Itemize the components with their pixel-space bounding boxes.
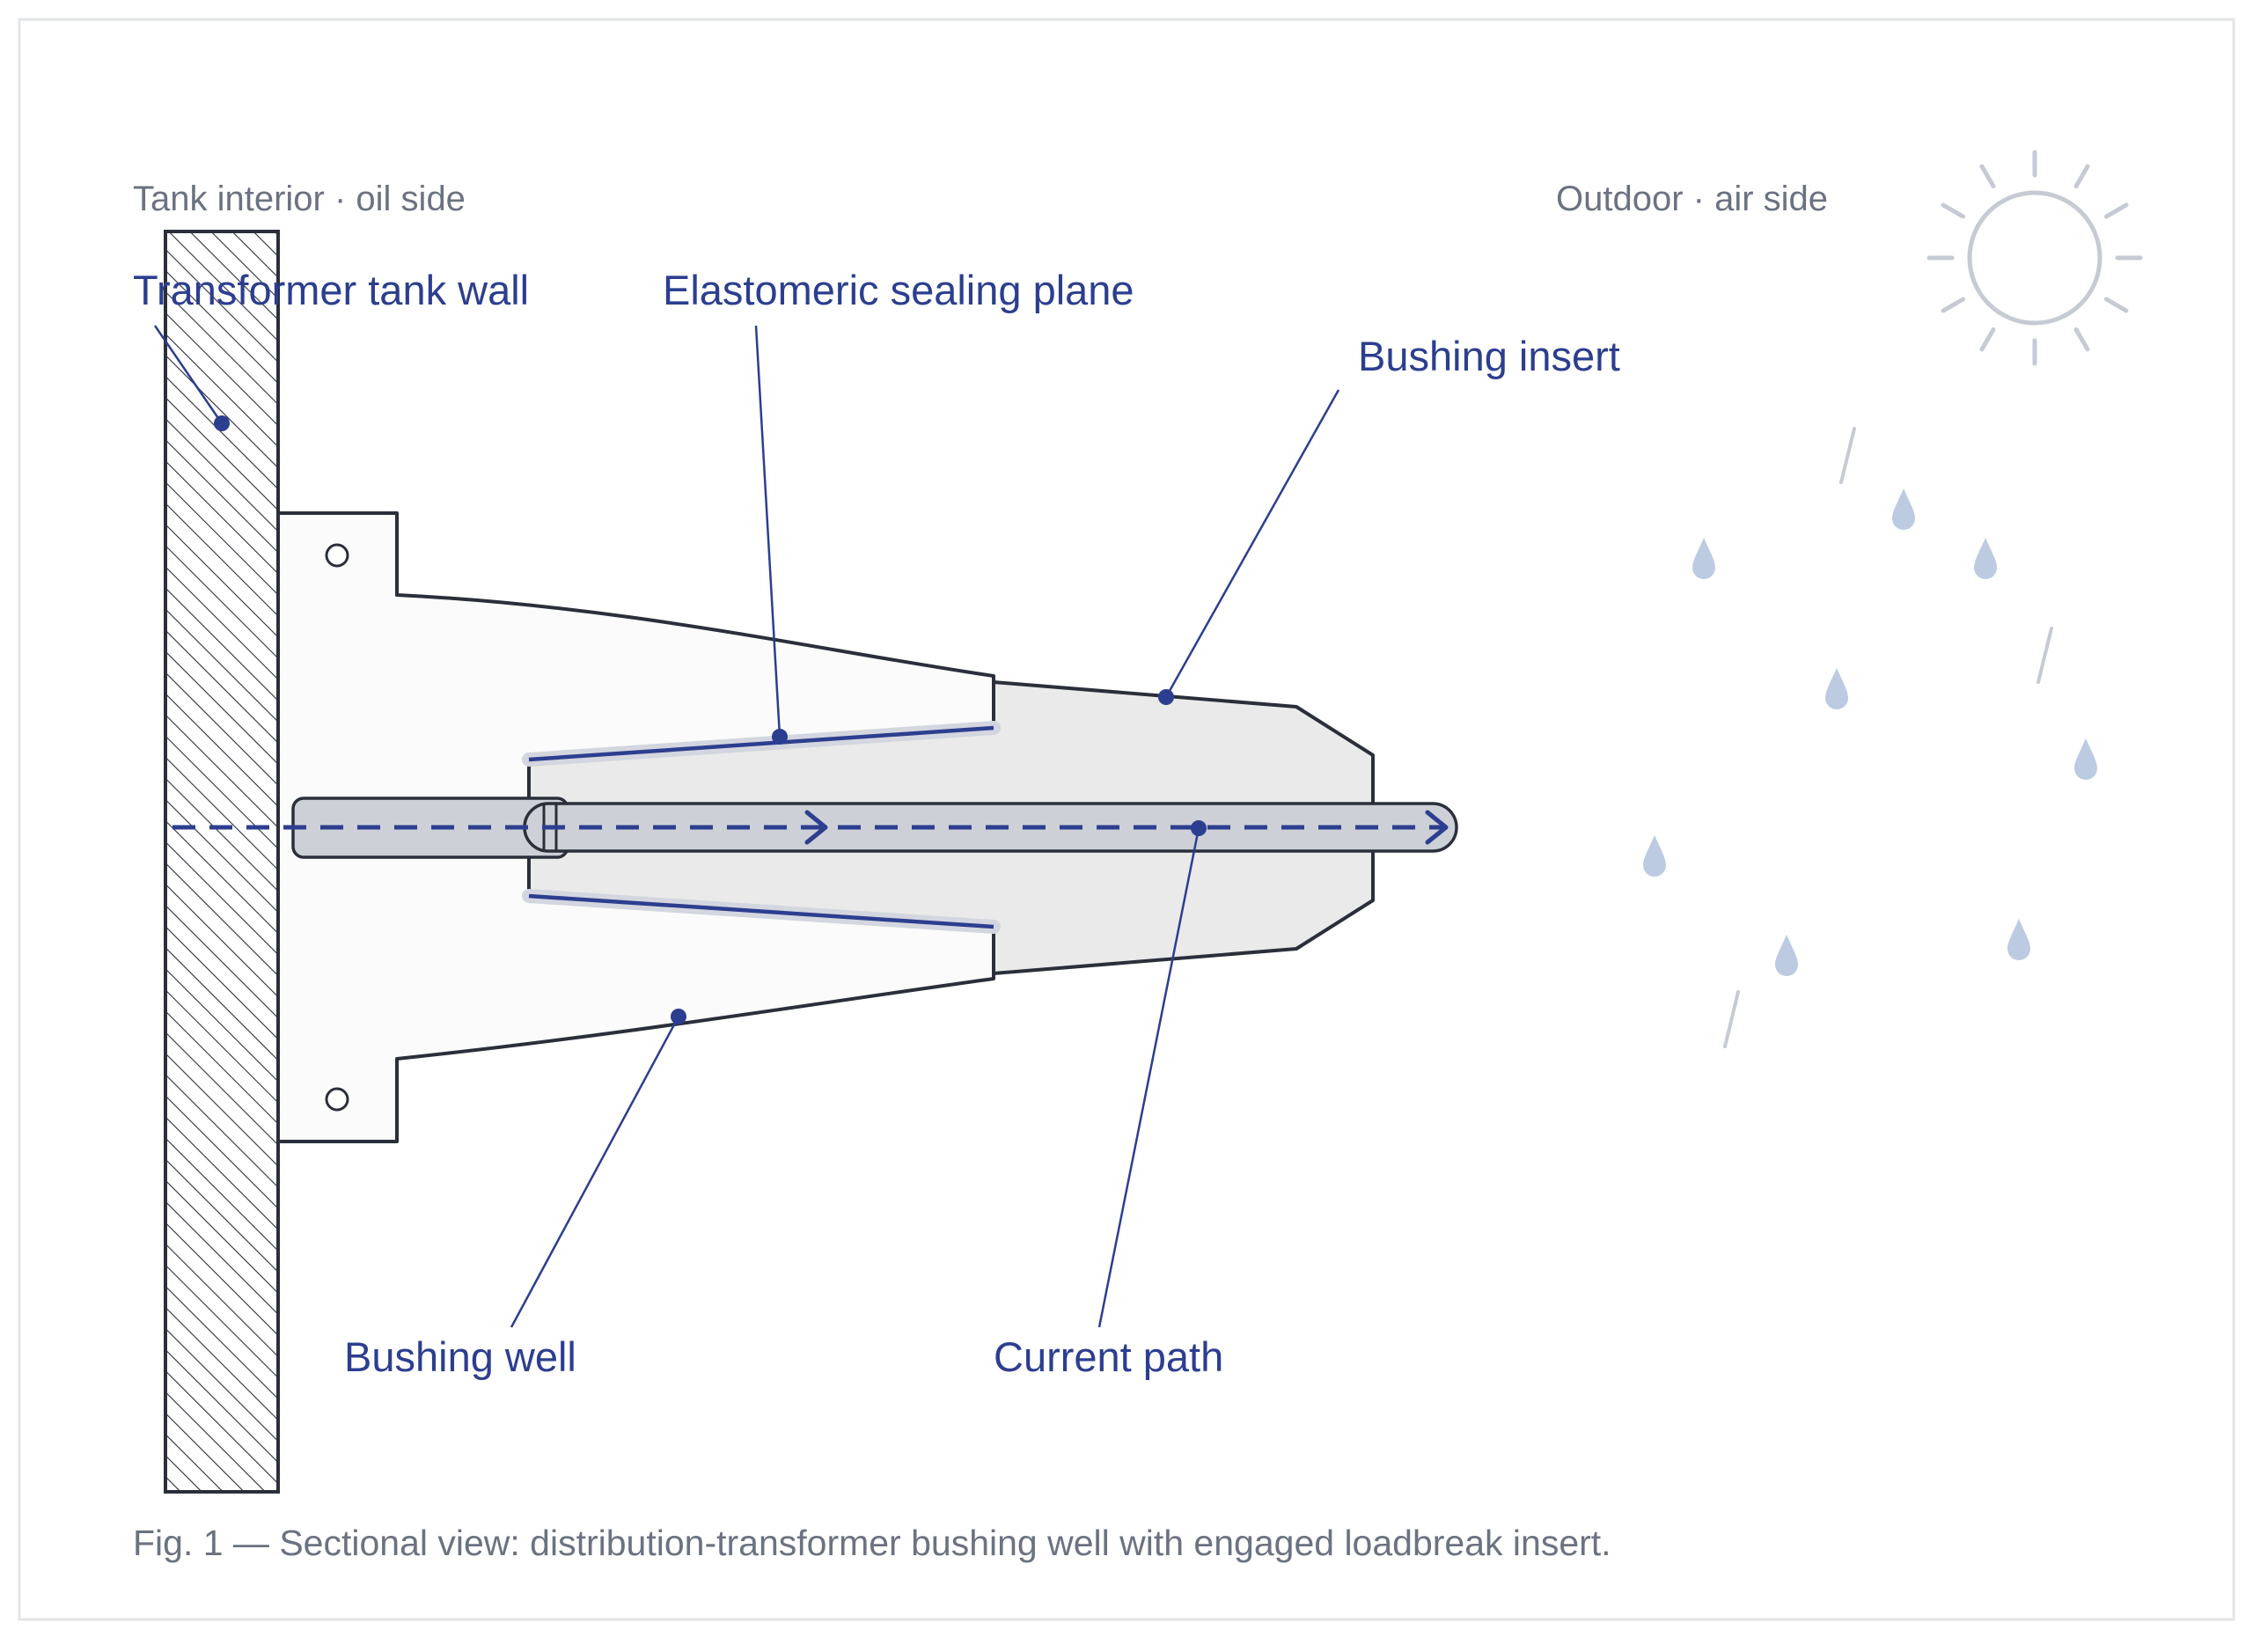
current-path-leader <box>1097 827 1200 1328</box>
air-side-zone-label: Outdoor · air side <box>1556 180 1828 218</box>
current-path-label: Current path <box>994 1333 1223 1380</box>
sun-ray <box>1941 202 1966 219</box>
bushing-well-leader <box>510 1016 680 1328</box>
raindrop-icon <box>1825 668 1848 709</box>
raindrop-icon <box>1892 488 1915 530</box>
sun-ray <box>1979 327 1996 352</box>
bushing-insert-label: Bushing insert <box>1358 333 1620 379</box>
sun-icon <box>1926 150 2143 366</box>
rain-icon <box>1643 427 2097 1048</box>
sun-ray <box>2103 297 2129 313</box>
raindrop-icon <box>2074 738 2097 780</box>
sealing-plane-label: Elastomeric sealing plane <box>663 267 1134 313</box>
tank-wall-leader <box>153 325 224 424</box>
sealing-plane-leader <box>754 325 782 738</box>
current-path-arrow <box>172 810 1449 845</box>
sun-ray <box>2073 327 2090 352</box>
raindrop-icon <box>2007 919 2030 960</box>
sun-ray <box>2103 202 2129 219</box>
rain-streak <box>1839 427 1856 484</box>
tank-wall-label: Transformer tank wall <box>133 267 529 313</box>
raindrop-icon <box>1643 835 1666 877</box>
bushing-well-label: Bushing well <box>344 1333 576 1380</box>
sun-ray <box>2073 164 2090 189</box>
figure-caption: Fig. 1 — Sectional view: distribution-tr… <box>133 1523 1611 1563</box>
raindrop-icon <box>1974 538 1997 579</box>
elastomeric-sealing-plane <box>522 721 1001 934</box>
transformer-tank-wall <box>164 230 280 1494</box>
current-path-anchor <box>1191 820 1207 836</box>
mounting-hole-bottom <box>325 1087 349 1112</box>
rain-streak <box>1723 990 1740 1048</box>
bushing-insert-anchor <box>1158 689 1174 705</box>
bushing-insert-leader <box>1164 389 1340 698</box>
raindrop-icon <box>1692 538 1715 579</box>
oil-side-zone-label: Tank interior · oil side <box>133 180 466 218</box>
mounting-hole-top <box>325 543 349 568</box>
tank-wall-anchor <box>214 415 230 431</box>
sun-ray <box>1941 297 1966 313</box>
rain-streak <box>2037 627 2053 684</box>
sun-ray <box>1979 164 1996 189</box>
bushing-well-anchor <box>671 1009 686 1024</box>
raindrop-icon <box>1775 935 1798 976</box>
sealing-plane-anchor <box>772 729 788 745</box>
